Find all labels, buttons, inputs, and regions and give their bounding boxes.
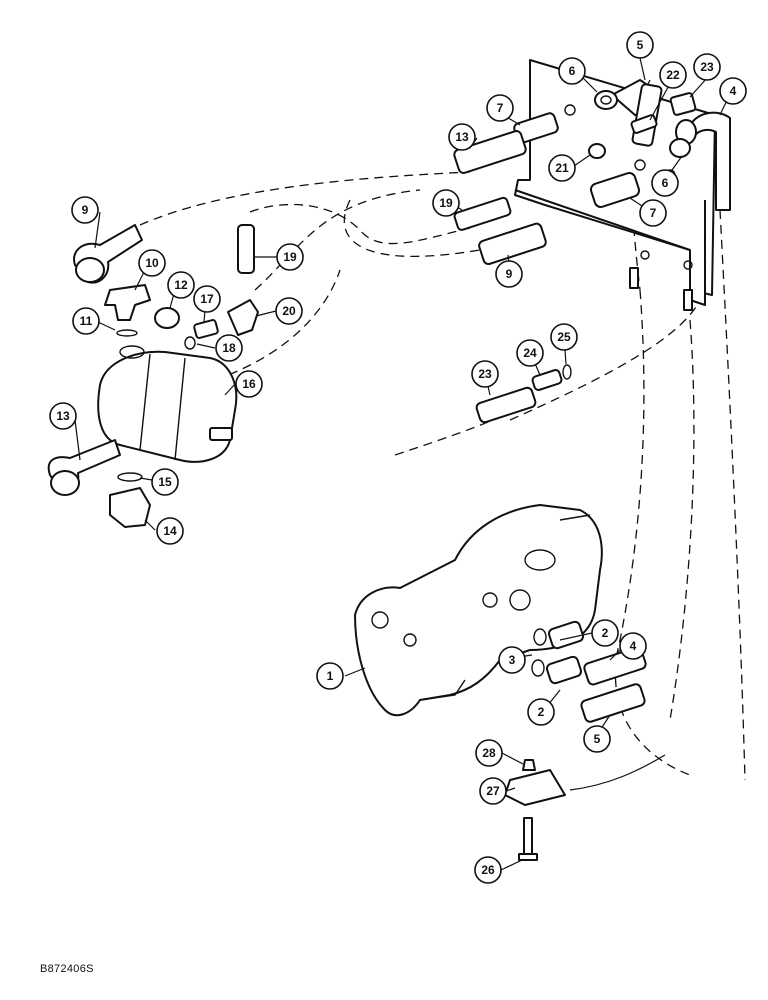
svg-text:18: 18 [222,341,236,355]
svg-text:20: 20 [282,304,296,318]
svg-text:19: 19 [439,196,453,210]
callout-1: 1 [316,662,344,690]
svg-text:24: 24 [523,346,537,360]
callout-18: 18 [215,334,243,362]
callout-14: 14 [156,517,184,545]
callout-24: 24 [516,339,544,367]
callout-3: 3 [498,646,526,674]
callout-23: 23 [471,360,499,388]
svg-text:5: 5 [637,38,644,52]
svg-text:9: 9 [82,203,89,217]
callout-12: 12 [167,271,195,299]
callout-5: 5 [583,725,611,753]
callout-25: 25 [550,323,578,351]
svg-text:16: 16 [242,377,256,391]
svg-text:23: 23 [478,367,492,381]
callout-19: 19 [276,243,304,271]
svg-text:7: 7 [497,101,504,115]
mounting-hardware [504,754,666,861]
callout-9: 9 [71,196,99,224]
callout-9: 9 [495,260,523,288]
callout-13: 13 [49,402,77,430]
svg-text:11: 11 [80,314,93,328]
callout-21: 21 [548,154,576,182]
callout-4: 4 [719,77,747,105]
callout-20: 20 [275,297,303,325]
svg-text:13: 13 [455,130,469,144]
svg-text:14: 14 [163,524,177,538]
svg-text:6: 6 [662,176,669,190]
callout-4: 4 [619,632,647,660]
callout-17: 17 [193,285,221,313]
svg-text:19: 19 [283,250,297,264]
svg-text:27: 27 [486,784,500,798]
callout-6: 6 [558,57,586,85]
svg-text:2: 2 [538,705,545,719]
svg-text:25: 25 [557,330,571,344]
callout-26: 26 [474,856,502,884]
callout-2: 2 [527,698,555,726]
callout-7: 7 [639,199,667,227]
svg-text:4: 4 [730,84,737,98]
svg-text:10: 10 [145,256,159,270]
left-pump-assembly [47,224,259,528]
svg-text:22: 22 [666,68,680,82]
svg-text:3: 3 [509,653,516,667]
svg-text:17: 17 [200,292,214,306]
svg-text:15: 15 [158,475,172,489]
callout-19: 19 [432,189,460,217]
svg-text:13: 13 [56,409,70,423]
svg-text:21: 21 [555,161,569,175]
svg-text:9: 9 [506,267,513,281]
svg-text:7: 7 [650,206,657,220]
callout-13: 13 [448,123,476,151]
svg-text:5: 5 [594,732,601,746]
svg-text:26: 26 [481,863,495,877]
callouts: 1 2 2 3 4 4 5 5 6 6 7 7 9 9 10 11 12 13 … [49,31,747,884]
svg-text:2: 2 [602,626,609,640]
callout-23: 23 [693,53,721,81]
callout-7: 7 [486,94,514,122]
callout-16: 16 [235,370,263,398]
svg-text:12: 12 [174,278,188,292]
callout-27: 27 [479,777,507,805]
svg-text:4: 4 [630,639,637,653]
callout-6: 6 [651,169,679,197]
plate-fittings [453,79,731,266]
svg-text:6: 6 [569,64,576,78]
callout-5: 5 [626,31,654,59]
svg-text:23: 23 [700,60,714,74]
callout-2: 2 [591,619,619,647]
callout-28: 28 [475,739,503,767]
callout-22: 22 [659,61,687,89]
callout-15: 15 [151,468,179,496]
drawing-reference-code: B872406S [40,963,94,975]
callout-10: 10 [138,249,166,277]
main-pump-assembly [354,504,603,717]
svg-text:1: 1 [327,669,334,683]
svg-text:28: 28 [482,746,496,760]
callout-11: 11 [72,307,100,335]
